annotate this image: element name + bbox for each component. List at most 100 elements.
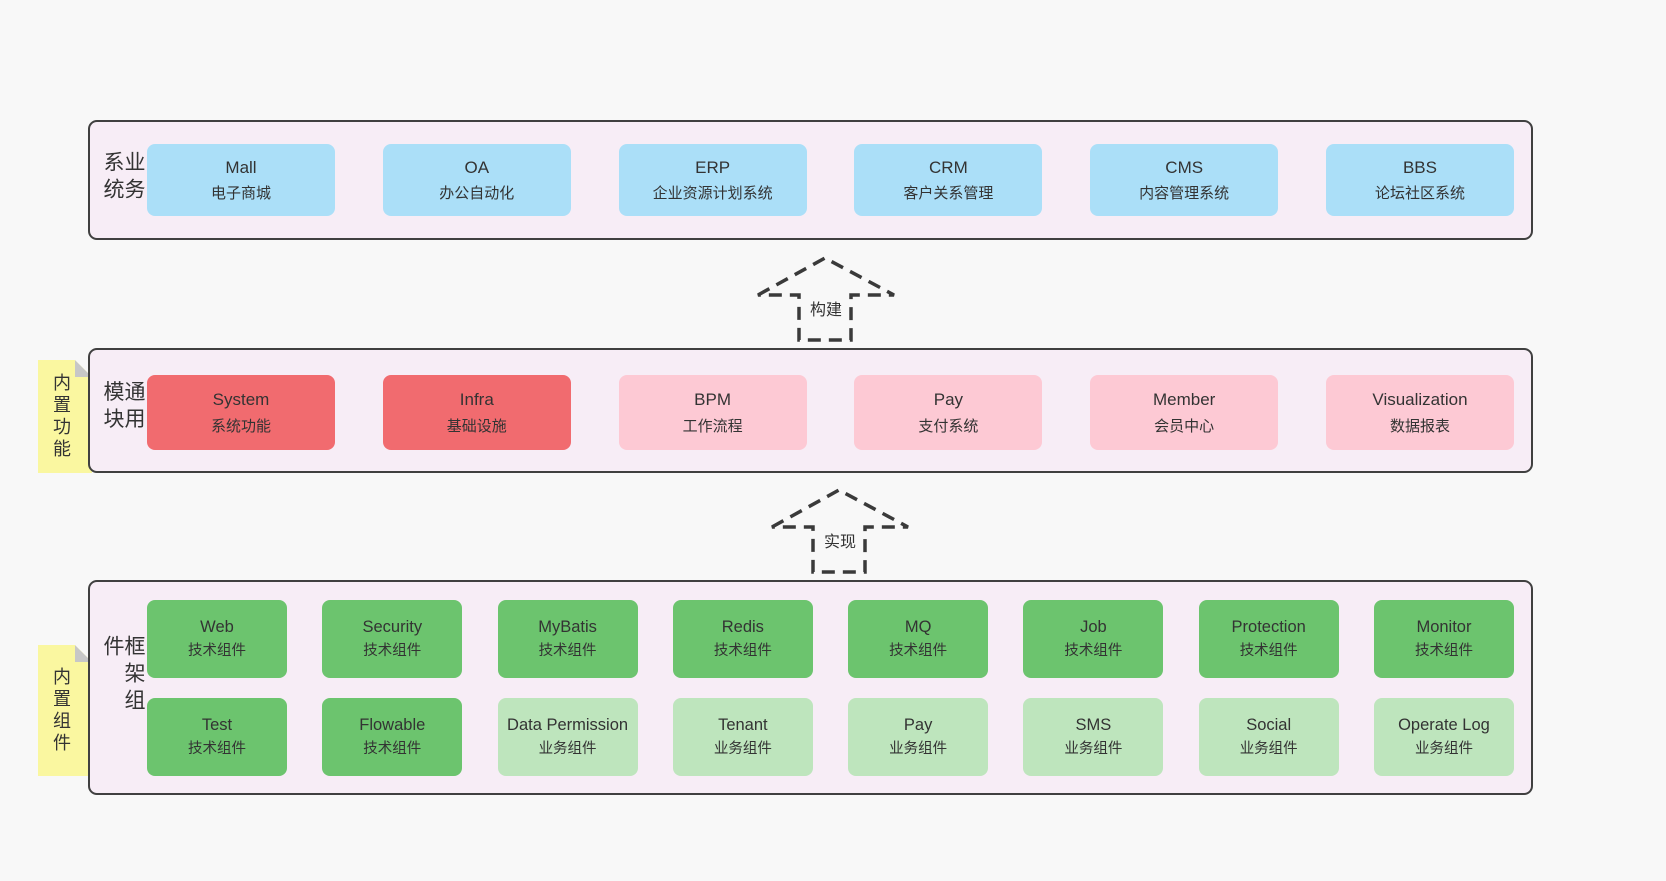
box-name: Job bbox=[1080, 617, 1107, 636]
box-bbs: BBS 论坛社区系统 bbox=[1325, 144, 1514, 216]
box-desc: 业务组件 bbox=[1064, 741, 1123, 758]
box-desc: 业务组件 bbox=[538, 741, 597, 758]
box-pay-component: Pay 业务组件 bbox=[848, 698, 989, 776]
box-name: OA bbox=[464, 157, 490, 177]
box-bpm: BPM 工作流程 bbox=[618, 375, 807, 450]
box-desc: 技术组件 bbox=[713, 643, 772, 660]
box-desc: 技术组件 bbox=[538, 643, 597, 660]
box-desc: 数据报表 bbox=[1389, 417, 1450, 435]
modules-boxes-row: System 系统功能 Infra 基础设施 BPM 工作流程 Pay 支付系统… bbox=[147, 375, 1514, 450]
box-mq: MQ 技术组件 bbox=[848, 600, 989, 678]
panel-label-common-modules: 通用模块 bbox=[101, 380, 145, 435]
box-desc: 电子商城 bbox=[210, 185, 271, 203]
box-name: Redis bbox=[721, 617, 764, 636]
box-name: CRM bbox=[929, 157, 968, 177]
framework-row-2: Test 技术组件 Flowable 技术组件 Data Permission … bbox=[147, 698, 1514, 776]
box-desc: 技术组件 bbox=[1239, 643, 1298, 660]
box-desc: 业务组件 bbox=[1239, 741, 1298, 758]
box-crm: CRM 客户关系管理 bbox=[854, 144, 1043, 216]
box-desc: 技术组件 bbox=[188, 741, 246, 758]
box-infra: Infra 基础设施 bbox=[382, 375, 571, 450]
box-name: Web bbox=[200, 617, 234, 636]
box-visualization: Visualization 数据报表 bbox=[1325, 375, 1514, 450]
box-desc: 技术组件 bbox=[188, 643, 246, 660]
box-desc: 技术组件 bbox=[889, 643, 948, 660]
box-desc: 会员中心 bbox=[1154, 417, 1215, 435]
box-name: Protection bbox=[1231, 617, 1306, 636]
box-desc: 技术组件 bbox=[363, 741, 422, 758]
box-mall: Mall 电子商城 bbox=[147, 144, 335, 216]
box-web: Web 技术组件 bbox=[147, 600, 287, 678]
box-name: MQ bbox=[904, 617, 932, 636]
box-name: Social bbox=[1246, 715, 1292, 734]
box-data-permission: Data Permission 业务组件 bbox=[497, 698, 638, 776]
sticky-note-built-in-features: 内置功能 bbox=[38, 360, 92, 473]
box-name: Monitor bbox=[1416, 617, 1472, 636]
box-name: Data Permission bbox=[507, 715, 629, 734]
box-member: Member 会员中心 bbox=[1090, 375, 1279, 450]
box-name: System bbox=[212, 390, 270, 410]
box-desc: 办公自动化 bbox=[439, 185, 515, 203]
business-boxes-row: Mall 电子商城 OA 办公自动化 ERP 企业资源计划系统 CRM 客户关系… bbox=[147, 144, 1514, 216]
box-mybatis: MyBatis 技术组件 bbox=[497, 600, 638, 678]
box-name: Visualization bbox=[1372, 390, 1468, 410]
box-protection: Protection 技术组件 bbox=[1198, 600, 1339, 678]
implement-arrow-icon: 实现 bbox=[770, 487, 910, 575]
box-desc: 业务组件 bbox=[1414, 741, 1473, 758]
box-flowable: Flowable 技术组件 bbox=[322, 698, 463, 776]
box-name: Member bbox=[1153, 390, 1216, 410]
box-job: Job 技术组件 bbox=[1023, 600, 1164, 678]
box-desc: 系统功能 bbox=[210, 417, 271, 435]
build-arrow-icon: 构建 bbox=[756, 255, 896, 343]
sticky-note-built-in-components: 内置组件 bbox=[38, 645, 92, 776]
panel-business-systems: 业务系统 Mall 电子商城 OA 办公自动化 ERP 企业资源计划系统 CRM… bbox=[88, 120, 1533, 240]
box-redis: Redis 技术组件 bbox=[672, 600, 813, 678]
box-desc: 内容管理系统 bbox=[1139, 185, 1230, 203]
box-monitor: Monitor 技术组件 bbox=[1373, 600, 1514, 678]
box-name: Operate Log bbox=[1398, 715, 1490, 734]
box-desc: 论坛社区系统 bbox=[1374, 185, 1465, 203]
box-name: CMS bbox=[1165, 157, 1204, 177]
build-arrow-label: 构建 bbox=[805, 295, 847, 321]
panel-framework-components: 框架组件 Web 技术组件 Security 技术组件 MyBatis 技术组件… bbox=[88, 580, 1533, 795]
box-name: Security bbox=[362, 617, 423, 636]
box-oa: OA 办公自动化 bbox=[382, 144, 571, 216]
panel-label-business-systems: 业务系统 bbox=[101, 151, 145, 205]
box-sms: SMS 业务组件 bbox=[1023, 698, 1164, 776]
box-name: MyBatis bbox=[538, 617, 597, 636]
box-desc: 业务组件 bbox=[889, 741, 948, 758]
box-name: Tenant bbox=[718, 715, 768, 734]
box-desc: 企业资源计划系统 bbox=[652, 185, 773, 203]
box-pay-system: Pay 支付系统 bbox=[854, 375, 1043, 450]
framework-row-1: Web 技术组件 Security 技术组件 MyBatis 技术组件 Redi… bbox=[147, 600, 1514, 678]
box-desc: 客户关系管理 bbox=[903, 185, 994, 203]
box-cms: CMS 内容管理系统 bbox=[1090, 144, 1279, 216]
box-desc: 技术组件 bbox=[1414, 643, 1473, 660]
dashed-up-arrow-icon bbox=[757, 256, 895, 342]
dashed-up-arrow-icon bbox=[771, 488, 909, 574]
box-name: SMS bbox=[1075, 715, 1112, 734]
box-name: BBS bbox=[1402, 157, 1437, 177]
box-tenant: Tenant 业务组件 bbox=[672, 698, 813, 776]
box-desc: 支付系统 bbox=[918, 417, 979, 435]
box-test: Test 技术组件 bbox=[147, 698, 287, 776]
box-operate-log: Operate Log 业务组件 bbox=[1373, 698, 1514, 776]
box-name: Pay bbox=[903, 715, 933, 734]
box-desc: 技术组件 bbox=[363, 643, 422, 660]
box-name: ERP bbox=[695, 157, 731, 177]
box-desc: 工作流程 bbox=[682, 417, 743, 435]
box-desc: 技术组件 bbox=[1064, 643, 1123, 660]
box-social: Social 业务组件 bbox=[1198, 698, 1339, 776]
box-desc: 基础设施 bbox=[446, 417, 507, 435]
sticky-note-text: 内置组件 bbox=[51, 666, 71, 755]
box-name: Infra bbox=[459, 390, 494, 410]
box-security: Security 技术组件 bbox=[322, 600, 463, 678]
implement-arrow-label: 实现 bbox=[819, 527, 861, 553]
box-erp: ERP 企业资源计划系统 bbox=[618, 144, 807, 216]
panel-label-framework-components: 框架组件 bbox=[101, 634, 145, 716]
panel-common-modules: 通用模块 System 系统功能 Infra 基础设施 BPM 工作流程 Pay… bbox=[88, 348, 1533, 473]
box-desc: 业务组件 bbox=[713, 741, 772, 758]
box-name: BPM bbox=[694, 390, 732, 410]
box-system: System 系统功能 bbox=[147, 375, 335, 450]
